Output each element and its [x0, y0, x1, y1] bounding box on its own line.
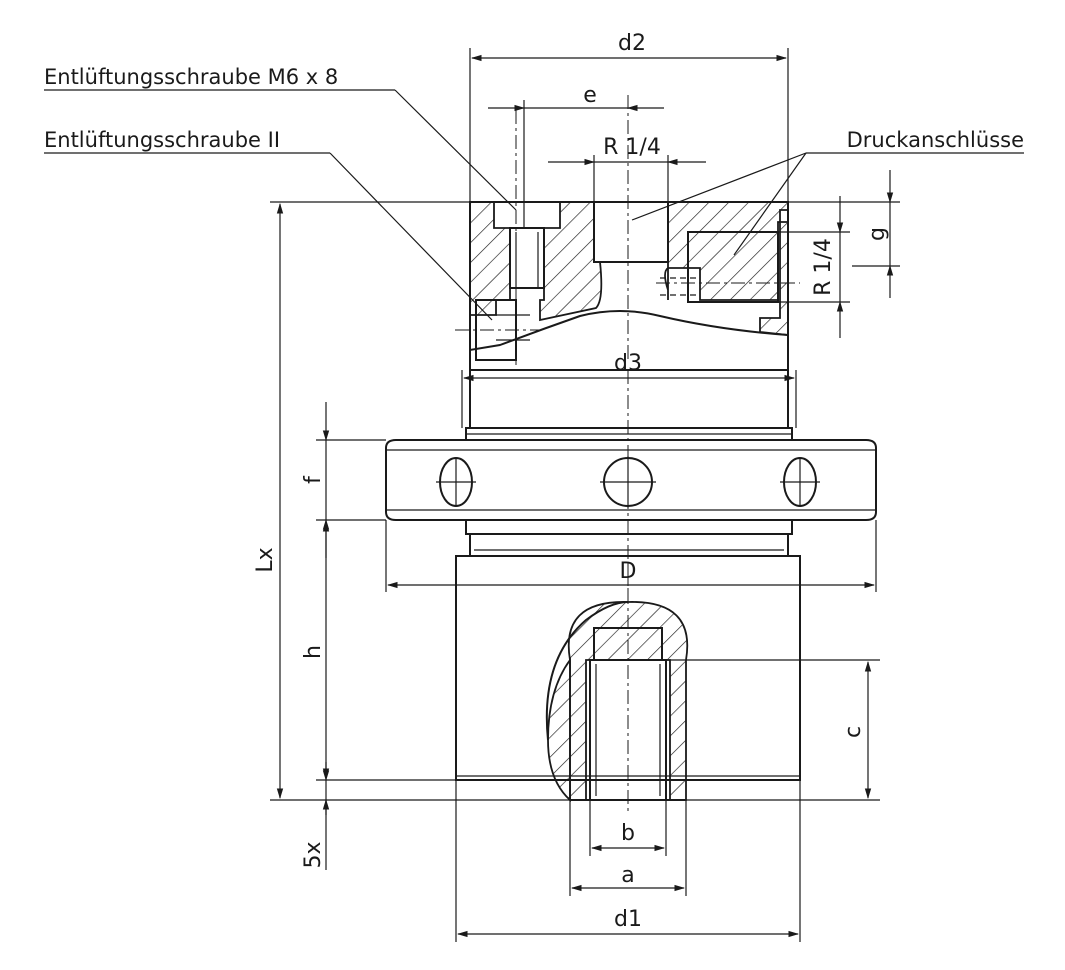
- top-housing: [455, 95, 800, 371]
- dim-h: h: [301, 645, 326, 659]
- dim-a: a: [621, 863, 634, 888]
- dim-d3: d3: [614, 351, 642, 376]
- dim-D: D: [620, 559, 637, 584]
- dimension-lines: [270, 48, 900, 942]
- dim-r14-top: R 1/4: [603, 135, 661, 160]
- lower-groove: [465, 519, 793, 556]
- dim-f: f: [301, 475, 326, 484]
- label-pressure-ports: Druckanschlüsse: [847, 128, 1024, 152]
- dim-b: b: [621, 821, 635, 846]
- lower-body: [455, 555, 801, 815]
- dim-c: c: [841, 726, 866, 738]
- label-vent-screw-ii: Entlüftungsschraube II: [44, 128, 280, 152]
- dim-d1: d1: [614, 907, 642, 932]
- dim-d2: d2: [618, 31, 646, 56]
- neck-section: [465, 370, 793, 441]
- flange: [385, 439, 877, 521]
- dim-lx: Lx: [253, 547, 278, 572]
- dim-r14-side: R 1/4: [811, 238, 836, 296]
- dim-g: g: [865, 227, 890, 241]
- dim-5x: 5x: [301, 841, 326, 868]
- dim-e: e: [583, 83, 597, 108]
- leader-lines: [44, 89, 1024, 321]
- label-vent-screw-m6: Entlüftungsschraube M6 x 8: [44, 65, 338, 89]
